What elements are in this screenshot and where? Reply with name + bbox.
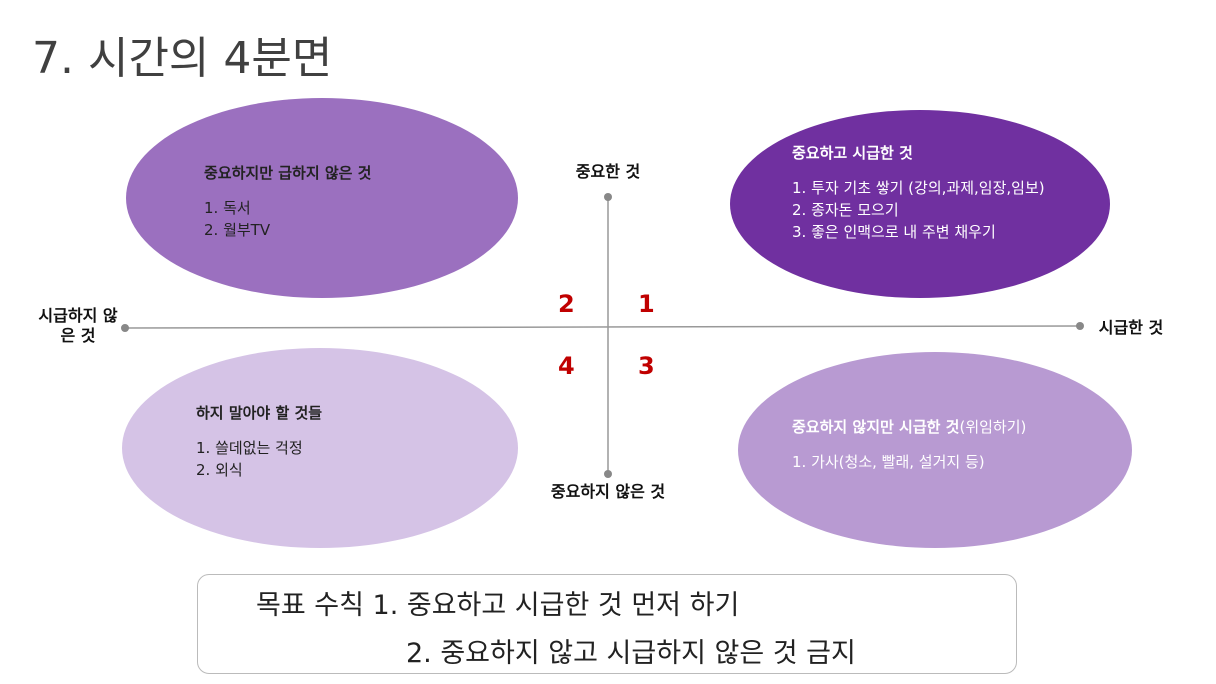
goal-line-1: 목표 수칙 1. 중요하고 시급한 것 먼저 하기 bbox=[256, 590, 740, 621]
list-item: 1. 독서 bbox=[204, 199, 251, 217]
quadrant-number-4: 4 bbox=[558, 352, 575, 380]
list-item: 2. 외식 bbox=[196, 461, 243, 479]
axis-label-not-important: 중요하지 않은 것 bbox=[550, 482, 666, 501]
list-item: 1. 쓸데없는 걱정 bbox=[196, 439, 303, 457]
axis-endpoint bbox=[121, 324, 129, 332]
list-item: 2. 종자돈 모으기 bbox=[792, 201, 899, 219]
quadrant-important-not-urgent: 중요하지만 급하지 않은 것 1. 독서 2. 월부TV bbox=[126, 98, 518, 298]
quadrant-heading: 하지 말아야 할 것들 bbox=[196, 404, 323, 422]
list-item: 2. 월부TV bbox=[204, 221, 271, 239]
list-item: 1. 가사(청소, 빨래, 설거지 등) bbox=[792, 453, 985, 471]
quadrant-not-important-not-urgent: 하지 말아야 할 것들 1. 쓸데없는 걱정 2. 외식 bbox=[122, 348, 518, 548]
goal-box: 목표 수칙 1. 중요하고 시급한 것 먼저 하기 2. 중요하지 않고 시급하… bbox=[197, 574, 1017, 674]
goal-line-2: 2. 중요하지 않고 시급하지 않은 것 금지 bbox=[406, 638, 856, 669]
axis-label-not-urgent: 시급하지 않은 것 bbox=[38, 306, 118, 345]
quadrant-not-important-urgent: 중요하지 않지만 시급한 것(위임하기) 1. 가사(청소, 빨래, 설거지 등… bbox=[738, 352, 1132, 548]
quadrant-heading: 중요하고 시급한 것 bbox=[792, 144, 913, 162]
quadrant-heading-suffix: (위임하기) bbox=[959, 418, 1027, 436]
list-item: 3. 좋은 인맥으로 내 주변 채우기 bbox=[792, 223, 996, 241]
quadrant-number-2: 2 bbox=[558, 290, 575, 318]
axis-label-urgent: 시급한 것 bbox=[1098, 318, 1164, 337]
quadrant-heading: 중요하지 않지만 시급한 것 bbox=[792, 418, 960, 436]
axis-endpoint bbox=[604, 470, 612, 478]
axis-endpoint bbox=[604, 193, 612, 201]
quadrant-number-3: 3 bbox=[638, 352, 655, 380]
axis-endpoint bbox=[1076, 322, 1084, 330]
quadrant-heading: 중요하지만 급하지 않은 것 bbox=[204, 164, 372, 182]
quadrant-number-1: 1 bbox=[638, 290, 655, 318]
axis-label-important: 중요한 것 bbox=[575, 162, 641, 181]
page-title: 7. 시간의 4분면 bbox=[32, 33, 333, 84]
quadrant-important-urgent: 중요하고 시급한 것 1. 투자 기초 쌓기 (강의,과제,임장,임보) 2. … bbox=[730, 110, 1110, 298]
list-item: 1. 투자 기초 쌓기 (강의,과제,임장,임보) bbox=[792, 179, 1045, 197]
horizontal-axis bbox=[124, 325, 1081, 329]
